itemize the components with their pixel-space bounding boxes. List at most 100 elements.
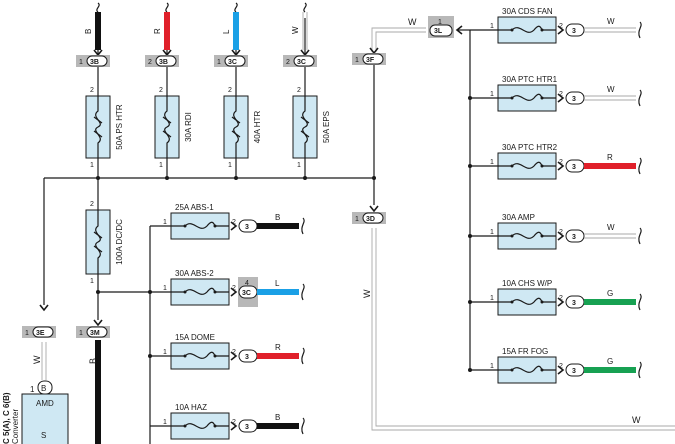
right-fuse-3-dot-left bbox=[510, 234, 514, 238]
left-fuse-2-pin-out: 2 bbox=[232, 349, 236, 356]
top-wire-2-conn-label: 3C bbox=[228, 59, 237, 66]
converter-title: C 5(A), C 6(B) bbox=[2, 392, 11, 444]
right-fuse-0-wire-code: W bbox=[607, 17, 615, 26]
right-fuse-2-dot-left bbox=[510, 164, 514, 168]
left-fuse-0-dot-right bbox=[213, 224, 217, 228]
top-wire-0-conn-label: 3B bbox=[90, 59, 99, 66]
right-fuse-2-pin-out: 2 bbox=[559, 159, 563, 166]
wire-label-3M: B bbox=[88, 358, 98, 364]
right-fuse-3-dot-right bbox=[540, 234, 544, 238]
right-col-junction-4 bbox=[468, 368, 472, 372]
converter-s: S bbox=[41, 431, 46, 440]
left-fuse-0-conn-label: 3 bbox=[245, 224, 249, 231]
left-fuse-0-label: 25A ABS-1 bbox=[175, 203, 214, 212]
vertical-fuse-2-pin-top: 2 bbox=[228, 87, 232, 94]
connector-3D-ring bbox=[362, 212, 384, 224]
left-fuse-2-dot-right bbox=[213, 354, 217, 358]
left-fuse-3-pin-out: 2 bbox=[232, 419, 236, 426]
top-wire-2-code: L bbox=[222, 29, 231, 34]
wire-label-bottom: W bbox=[632, 415, 641, 425]
right-fuse-5-wire bbox=[584, 367, 636, 373]
right-fuse-4-wire-code: G bbox=[607, 289, 613, 298]
left-fuse-1-conn-label: 3C bbox=[242, 290, 251, 297]
right-fuse-2-wire bbox=[584, 163, 636, 169]
right-fuse-1-element bbox=[498, 93, 556, 101]
vertical-fuse-1-label: 30A RDI bbox=[184, 112, 193, 142]
left-fuse-3-dot-left bbox=[183, 424, 187, 428]
left-fuse-2-dot-left bbox=[183, 354, 187, 358]
left-fuse-0-pin-in: 1 bbox=[163, 219, 167, 226]
right-fuse-0-conn-label: 3 bbox=[572, 28, 576, 35]
connector-3F-label: 3F bbox=[366, 57, 375, 64]
left-fuse-2-element bbox=[171, 351, 229, 359]
right-fuse-3-conn-ring bbox=[565, 229, 585, 243]
top-wire-2-color bbox=[233, 12, 239, 50]
right-fuse-1-dot-right bbox=[540, 96, 544, 100]
connector-3D-pin: 1 bbox=[355, 216, 359, 223]
right-fuse-1-break bbox=[638, 89, 642, 107]
right-fuse-3-break bbox=[638, 227, 642, 245]
converter-amd: AMD bbox=[36, 399, 54, 408]
connector-3L-pin: 1 bbox=[438, 19, 442, 26]
right-fuse-1-arrow bbox=[557, 93, 565, 103]
left-fuse-0-wire bbox=[257, 223, 299, 229]
vertical-fuse-1-pin-bottom: 1 bbox=[159, 162, 163, 169]
connector-3L-ring bbox=[429, 24, 453, 37]
right-fuse-5-dot-right bbox=[540, 368, 544, 372]
top-wire-2-break bbox=[234, 2, 238, 13]
right-fuse-4-conn: 3 bbox=[565, 295, 585, 309]
right-fuse-2-dot-right bbox=[540, 164, 544, 168]
vertical-fuse-0-pin-top: 2 bbox=[90, 87, 94, 94]
right-fuse-0-element bbox=[498, 25, 556, 33]
vertical-fuse-0-element bbox=[95, 96, 101, 158]
left-fuse-3-element bbox=[171, 421, 229, 429]
right-fuse-3-arrow bbox=[557, 231, 565, 241]
right-fuse-2-arrow bbox=[557, 161, 565, 171]
right-fuse-4-conn-label: 3 bbox=[572, 300, 576, 307]
right-fuse-0-break bbox=[638, 21, 642, 39]
top-wire-2-conn-ring bbox=[224, 55, 246, 67]
main-wiring bbox=[43, 18, 498, 444]
left-fuse-2-pin-in: 1 bbox=[163, 349, 167, 356]
connector-3E-pin: 1 bbox=[25, 330, 29, 337]
left-fuse-1-wire-code: L bbox=[275, 279, 280, 288]
connector-3E-ring bbox=[32, 326, 54, 338]
connector-3F-pin: 1 bbox=[355, 57, 359, 64]
top-wire-1-break bbox=[165, 2, 169, 13]
vertical-fuse-dcdc-pin-top: 2 bbox=[90, 201, 94, 208]
left-fuse-2-label: 15A DOME bbox=[175, 333, 215, 342]
bus-junction-2 bbox=[234, 176, 238, 180]
connector-3F-ring bbox=[362, 53, 384, 65]
top-wire-3-conn-ring bbox=[293, 55, 315, 67]
right-fuse-3-pin-out: 2 bbox=[559, 229, 563, 236]
right-col-junction-1 bbox=[468, 164, 472, 168]
white-wires bbox=[41, 27, 675, 431]
right-fuse-5-element bbox=[498, 365, 556, 373]
left-col-junction bbox=[148, 290, 152, 294]
wire-label-top-left: W bbox=[408, 17, 417, 27]
top-wire-1-color bbox=[164, 12, 170, 50]
left-fuse-2: 15A DOME 1 2 bbox=[163, 333, 236, 370]
left-fuse-1-pin-out: 2 bbox=[232, 285, 236, 292]
top-wire-3-conn-label: 3C bbox=[297, 59, 306, 66]
right-fuse-4-label: 10A CHS W/P bbox=[502, 279, 552, 288]
right-fuse-5-label: 15A FR FOG bbox=[502, 347, 548, 356]
left-fuse-0-break bbox=[301, 217, 305, 235]
top-wire-3-code: W bbox=[291, 26, 300, 34]
converter-pin-label: B bbox=[41, 384, 46, 393]
left-fuse-0-conn: 3 bbox=[238, 219, 258, 233]
right-fuse-3-conn: 3 bbox=[565, 229, 585, 243]
left-fuse-1-pin-in: 1 bbox=[163, 285, 167, 292]
vertical-fuse-3-pin-top: 2 bbox=[297, 87, 301, 94]
right-fuse-2-break bbox=[638, 157, 642, 175]
top-wire-1-conn-pin: 2 bbox=[148, 59, 152, 66]
